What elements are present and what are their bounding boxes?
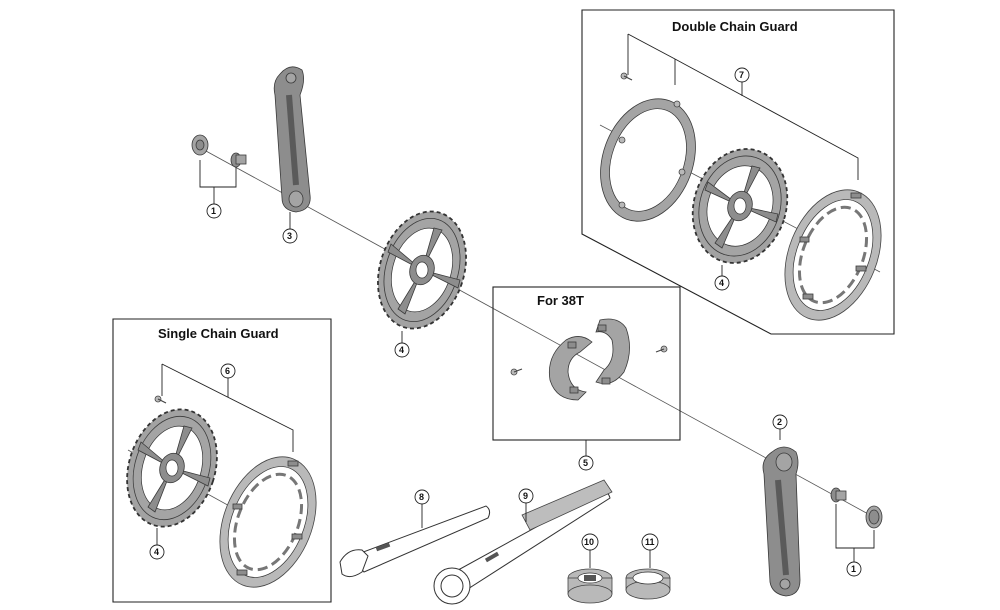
callout-1-right: 1 bbox=[851, 564, 856, 574]
callout-11-circle bbox=[641, 533, 659, 551]
callout-8: 8 bbox=[419, 492, 424, 502]
callout-1-circle-right bbox=[846, 561, 862, 577]
right-crank-arm bbox=[762, 446, 801, 597]
callout-4-circle-center bbox=[394, 342, 410, 358]
left-crank-arm bbox=[273, 66, 311, 213]
callout-10: 10 bbox=[584, 537, 594, 547]
single-sprocket bbox=[126, 408, 218, 528]
center-sprocket bbox=[377, 210, 467, 330]
callout-6-circle bbox=[220, 363, 236, 379]
double-chain-guard-title: Double Chain Guard bbox=[672, 19, 798, 34]
single-chain-guard-box: Single Chain Guard 6 4 bbox=[112, 318, 332, 603]
double-guard-plate bbox=[600, 98, 696, 222]
double-sprocket bbox=[691, 148, 789, 264]
callout-9-circle bbox=[518, 488, 534, 504]
callout-2-circle bbox=[772, 414, 788, 430]
callout-6: 6 bbox=[225, 366, 230, 376]
right-crank-bolt bbox=[830, 487, 847, 503]
callout-1-left: 1 bbox=[211, 206, 216, 216]
callout-4-single: 4 bbox=[154, 547, 159, 557]
callout-5-circle bbox=[578, 455, 594, 471]
for-38t-box: For 38T bbox=[492, 286, 681, 441]
callout-4-double: 4 bbox=[719, 278, 724, 288]
callout-1-circle-left bbox=[206, 203, 222, 219]
double-outer-guard bbox=[784, 189, 882, 321]
adapter-screw-left bbox=[510, 368, 523, 376]
callout-5: 5 bbox=[583, 458, 588, 468]
right-crank-cap bbox=[865, 505, 883, 529]
callout-2: 2 bbox=[777, 417, 782, 427]
callout-9: 9 bbox=[523, 491, 528, 501]
callout-11: 11 bbox=[645, 537, 655, 547]
single-outer-guard bbox=[219, 456, 317, 588]
callout-7-circle bbox=[734, 67, 750, 83]
crank-cap bbox=[191, 134, 209, 156]
tool-9-wrench bbox=[433, 479, 613, 605]
double-chain-guard-box: Double Chain Guard 7 bbox=[581, 9, 895, 335]
callout-4-circle-single bbox=[149, 544, 165, 560]
tool-10-bracket bbox=[567, 568, 613, 604]
callout-4-circle-double bbox=[714, 275, 730, 291]
callout-8-circle bbox=[414, 489, 430, 505]
callout-10-circle bbox=[581, 533, 599, 551]
callout-7: 7 bbox=[739, 70, 744, 80]
tool-11-lockring bbox=[625, 568, 671, 600]
adapter-ring bbox=[548, 318, 630, 401]
single-guard-screw bbox=[154, 395, 167, 404]
crank-bolt bbox=[230, 152, 247, 168]
left-crank-group: 1 3 bbox=[191, 66, 311, 244]
single-chain-guard-title: Single Chain Guard bbox=[158, 326, 279, 341]
callout-4-center: 4 bbox=[399, 345, 404, 355]
right-crank-group: 2 1 bbox=[762, 414, 883, 597]
for-38t-title: For 38T bbox=[537, 293, 584, 308]
callout-3: 3 bbox=[287, 231, 292, 241]
callout-3-circle bbox=[282, 228, 298, 244]
adapter-screw-right bbox=[655, 345, 668, 353]
guard-screw bbox=[620, 72, 633, 81]
tool-8-wrench bbox=[339, 505, 491, 578]
